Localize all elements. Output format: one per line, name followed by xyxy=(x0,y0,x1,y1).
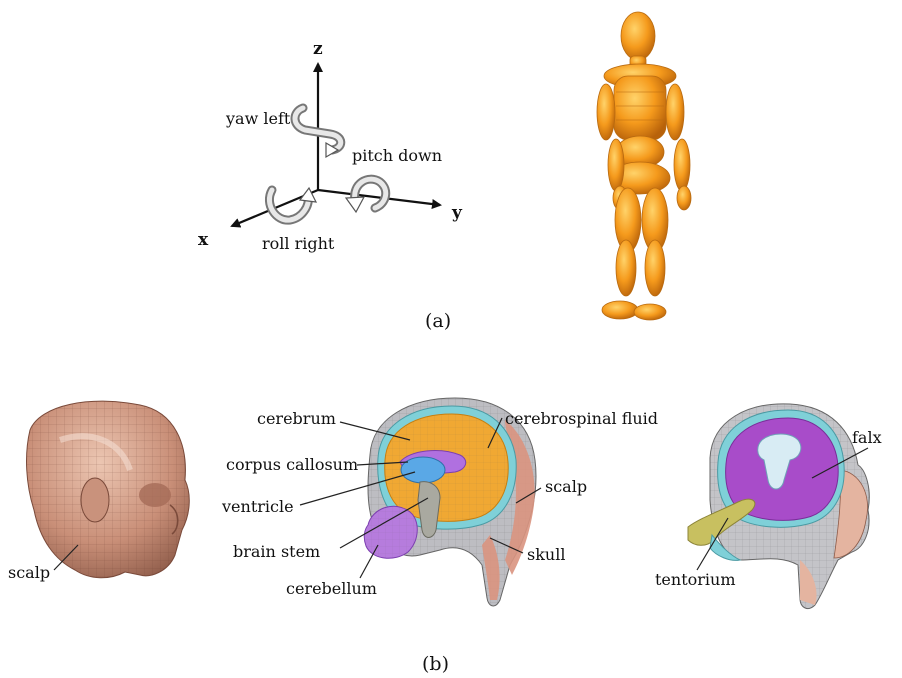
dummy-left-foot xyxy=(602,301,638,319)
panel-b: scalp xyxy=(8,398,882,675)
cerebrospinal-fluid-label: cerebrospinal fluid xyxy=(505,409,658,428)
dummy-right-forearm xyxy=(674,139,690,191)
dummy-head xyxy=(621,12,655,60)
pitch-down-label: pitch down xyxy=(352,146,442,165)
dummy-left-forearm xyxy=(608,139,624,191)
dummy-chest xyxy=(614,76,666,140)
y-axis-label: y xyxy=(451,203,463,223)
cerebrum-label: cerebrum xyxy=(257,409,336,428)
dummy-right-upper-arm xyxy=(666,84,684,140)
scalp-label-left: scalp xyxy=(8,563,50,582)
human-dummy-model xyxy=(597,12,691,320)
cerebellum-label: cerebellum xyxy=(286,579,377,598)
tentorium-label: tentorium xyxy=(655,570,736,589)
dummy-right-shin xyxy=(645,240,665,296)
corpus-callosum-label: corpus callosum xyxy=(226,455,358,474)
dummy-left-shin xyxy=(616,240,636,296)
caption-a: (a) xyxy=(425,310,451,332)
x-axis-label: x xyxy=(198,230,209,250)
yaw-left-label: yaw left xyxy=(225,109,291,128)
ventricle-label: ventricle xyxy=(221,497,294,516)
coordinate-axes: z x y xyxy=(198,39,463,250)
head-exterior-model xyxy=(27,401,190,578)
roll-right-label: roll right xyxy=(262,234,335,253)
dummy-right-hand xyxy=(677,186,691,210)
caption-b: (b) xyxy=(422,653,449,675)
head-section-model xyxy=(364,398,536,606)
falx-label: falx xyxy=(852,428,882,447)
roll-rotation-arrow xyxy=(269,188,316,220)
scalp-label-middle: scalp xyxy=(545,477,587,496)
dummy-left-upper-arm xyxy=(597,84,615,140)
skull-label: skull xyxy=(527,545,565,564)
panel-a: z x y yaw left pitch down roll right xyxy=(198,12,691,332)
dummy-right-foot xyxy=(634,304,666,320)
brain-stem-label: brain stem xyxy=(233,542,320,561)
z-axis-label: z xyxy=(313,39,323,59)
